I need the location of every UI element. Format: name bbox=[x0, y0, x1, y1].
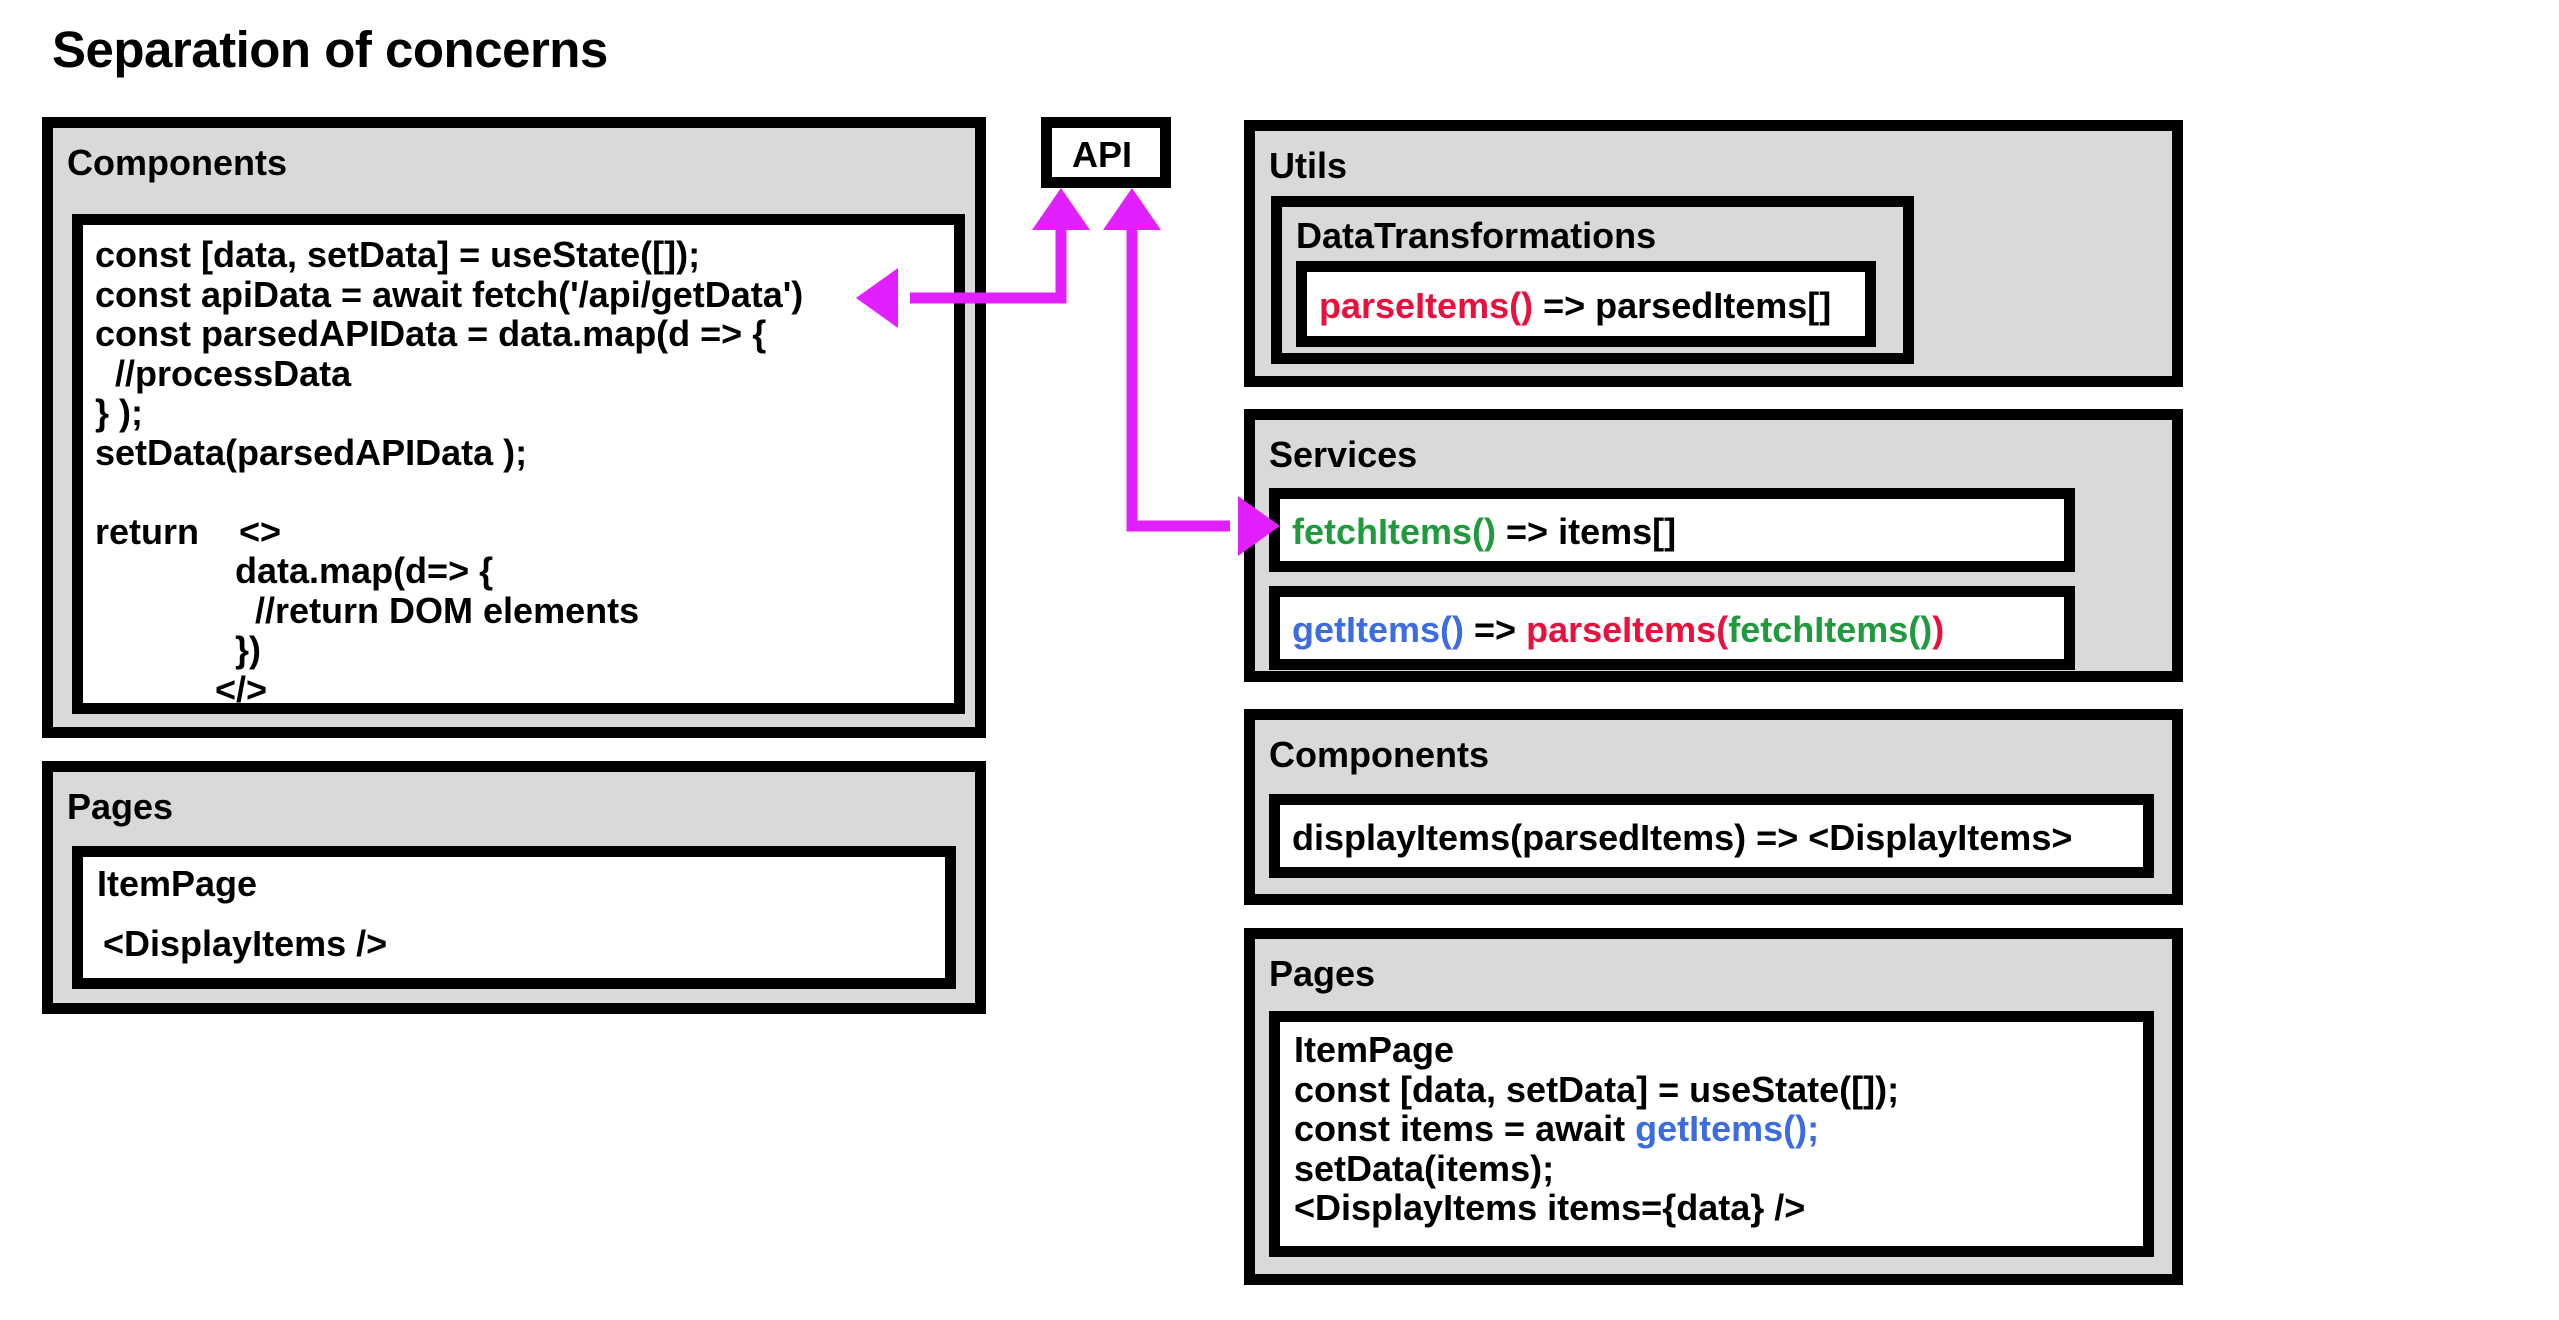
item-page-line-3: const items = await getItems(); bbox=[1294, 1109, 1899, 1149]
code-line: return <> bbox=[95, 510, 282, 552]
fetch-items-fn: fetchItems() bbox=[1292, 511, 1497, 552]
parse-items-open: parseItems( bbox=[1526, 609, 1729, 650]
api-to-components-arrow bbox=[856, 188, 1090, 328]
pages-panel-label: Pages bbox=[67, 786, 174, 827]
item-page-line-5: <DisplayItems items={data} /> bbox=[1294, 1187, 1806, 1228]
parsed-items-result: => parsedItems[] bbox=[1533, 285, 1832, 326]
get-items-fn: getItems() bbox=[1292, 609, 1465, 650]
api-box: API bbox=[1041, 117, 1171, 188]
code-line: const [data, setData] = useState([]); bbox=[95, 234, 701, 275]
components-panel-label: Components bbox=[67, 142, 287, 183]
code-line: //return DOM elements bbox=[95, 589, 640, 631]
display-items-box: displayItems(parsedItems) => <DisplayIte… bbox=[1269, 794, 2154, 878]
code-line: }) bbox=[95, 629, 262, 670]
arrowhead-right bbox=[1238, 496, 1280, 556]
parse-items-fn: parseItems() bbox=[1319, 285, 1534, 326]
code-line: //processData bbox=[95, 352, 352, 394]
item-page-line-2: const [data, setData] = useState([]); bbox=[1294, 1068, 1900, 1110]
components-code-box: const [data, setData] = useState([]);con… bbox=[72, 214, 965, 714]
services-panel: Services fetchItems() => items[] getItem… bbox=[1244, 409, 2183, 682]
fetch-items-result: => items[] bbox=[1496, 511, 1677, 552]
item-page-line-3-prefix: const items = await bbox=[1294, 1108, 1636, 1149]
arrowhead-left bbox=[856, 268, 898, 328]
pages-panel-right-label: Pages bbox=[1269, 953, 1376, 994]
api-to-services-line bbox=[1126, 228, 1230, 532]
page-title: Separation of concerns bbox=[52, 21, 608, 78]
code-line: data.map(d=> { bbox=[95, 550, 494, 591]
code-line: const apiData = await fetch('/api/getDat… bbox=[95, 273, 804, 315]
fetch-items-box: fetchItems() => items[] bbox=[1269, 488, 2075, 572]
api-to-components-line bbox=[910, 228, 1067, 304]
get-items-call: getItems(); bbox=[1635, 1108, 1820, 1149]
parse-items-box: parseItems() => parsedItems[] bbox=[1296, 261, 1876, 347]
arrowhead-up-right bbox=[1103, 188, 1161, 230]
item-page-title: ItemPage bbox=[97, 863, 258, 904]
components-panel-right: Components displayItems(parsedItems) => … bbox=[1244, 709, 2183, 905]
code-line: </> bbox=[95, 668, 268, 710]
item-page-box-left: ItemPage <DisplayItems /> bbox=[72, 846, 956, 989]
services-panel-label: Services bbox=[1269, 434, 1418, 475]
utils-panel: Utils DataTransformations parseItems() =… bbox=[1244, 120, 2183, 387]
components-code: const [data, setData] = useState([]);con… bbox=[95, 235, 803, 709]
fetch-items-text: fetchItems() => items[] bbox=[1292, 511, 1676, 553]
get-items-arrow: => bbox=[1464, 609, 1527, 650]
utils-panel-label: Utils bbox=[1269, 145, 1348, 186]
get-items-box: getItems() => parseItems(fetchItems()) bbox=[1269, 586, 2075, 670]
components-panel-left: Components const [data, setData] = useSt… bbox=[42, 117, 986, 738]
data-transformations-panel: DataTransformations parseItems() => pars… bbox=[1271, 196, 1914, 364]
item-page-line-1: ItemPage bbox=[1294, 1029, 1455, 1070]
fetch-items-call: fetchItems() bbox=[1728, 609, 1933, 650]
parse-items-close: ) bbox=[1932, 609, 1945, 650]
display-items-tag: <DisplayItems /> bbox=[103, 923, 388, 964]
get-items-text: getItems() => parseItems(fetchItems()) bbox=[1292, 609, 1944, 651]
display-items-text: displayItems(parsedItems) => <DisplayIte… bbox=[1292, 817, 2073, 858]
code-line: } ); bbox=[95, 392, 143, 433]
components-panel-right-label: Components bbox=[1269, 734, 1489, 775]
api-label: API bbox=[1072, 134, 1133, 175]
api-to-services-arrow bbox=[1103, 188, 1280, 556]
code-line: setData(parsedAPIData ); bbox=[95, 431, 528, 473]
code-line: const parsedAPIData = data.map(d => { bbox=[95, 313, 767, 354]
pages-panel-left: Pages ItemPage <DisplayItems /> bbox=[42, 761, 986, 1014]
item-page-line-4: setData(items); bbox=[1294, 1147, 1555, 1189]
arrowhead-up-left bbox=[1032, 188, 1090, 230]
data-transformations-label: DataTransformations bbox=[1296, 215, 1657, 256]
parse-items-text: parseItems() => parsedItems[] bbox=[1319, 285, 1831, 327]
